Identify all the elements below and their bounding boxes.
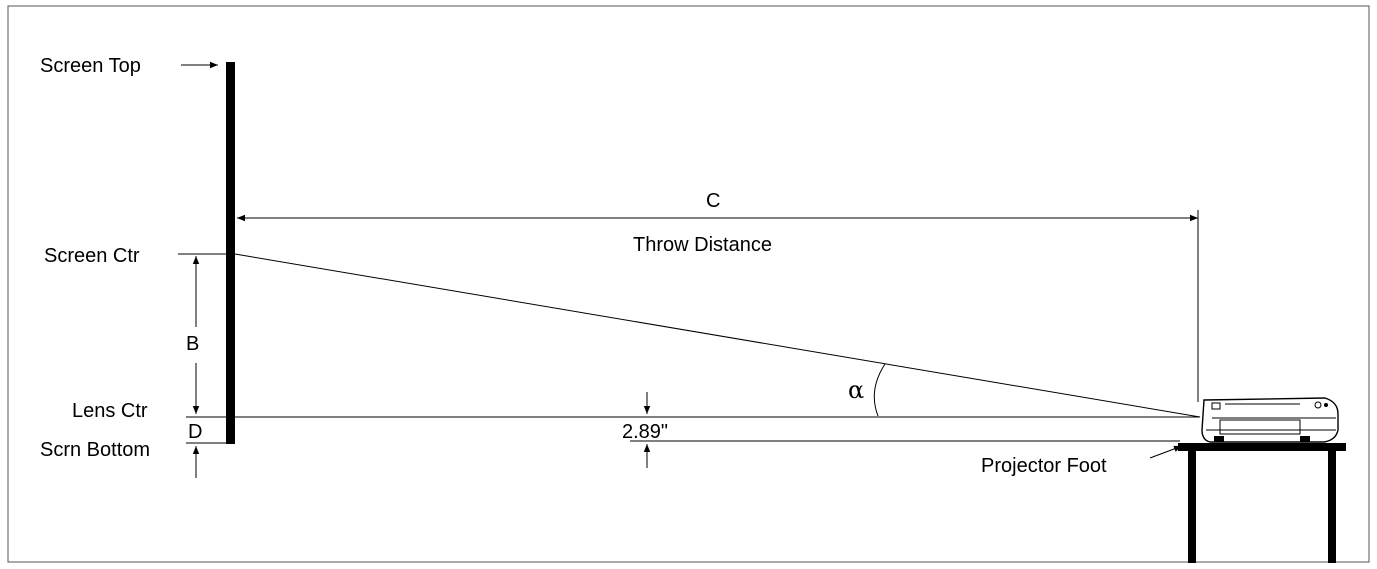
b-label: B [186, 333, 199, 355]
scrn-bottom-label: Scrn Bottom [40, 439, 150, 461]
projection-ray [234, 253, 1201, 418]
screen-top-label: Screen Top [40, 55, 141, 77]
offset-label: 2.89" [622, 421, 668, 443]
alpha-label: α [848, 376, 864, 404]
screen-ctr-label: Screen Ctr [44, 245, 140, 267]
projector-icon [1201, 397, 1339, 443]
diagram-border [7, 5, 1370, 563]
projector-foot-label: Projector Foot [981, 455, 1107, 477]
projector-table [1178, 443, 1346, 563]
c-label: C [706, 190, 720, 212]
projection-screen [226, 62, 235, 444]
projector-foot-arrow [1149, 445, 1183, 459]
d-label: D [188, 421, 202, 443]
angle-arc [873, 363, 886, 417]
throw-distance-label: Throw Distance [633, 234, 772, 256]
lens-ctr-label: Lens Ctr [72, 400, 148, 422]
